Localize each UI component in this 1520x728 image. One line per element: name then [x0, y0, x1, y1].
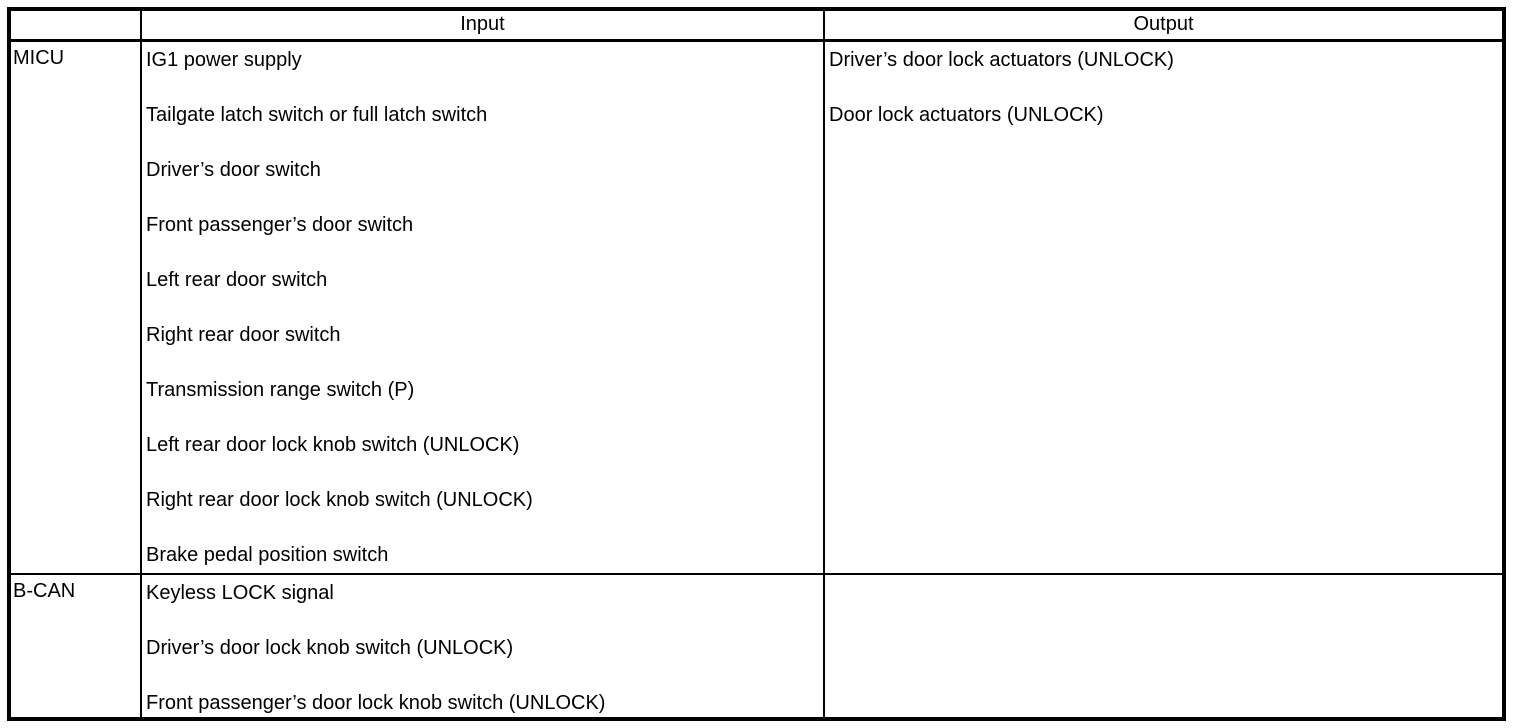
row-bcan-outputs [825, 575, 1502, 717]
input-item: Brake pedal position switch [146, 544, 389, 566]
input-item: Front passenger’s door switch [146, 214, 414, 236]
row-micu-inputs: IG1 power supply Tailgate latch switch o… [142, 42, 825, 575]
output-item: Driver’s door lock actuators (UNLOCK) [829, 49, 1174, 71]
row-micu-unit-label: MICU [11, 42, 142, 575]
input-item: Keyless LOCK signal [146, 582, 334, 604]
input-item: Transmission range switch (P) [146, 379, 415, 401]
input-item: Left rear door switch [146, 269, 328, 291]
input-item: Tailgate latch switch or full latch swit… [146, 104, 488, 126]
input-item: Right rear door switch [146, 324, 341, 346]
input-item: IG1 power supply [146, 49, 302, 71]
header-output: Output [825, 11, 1502, 42]
input-item: Driver’s door lock knob switch (UNLOCK) [146, 637, 514, 659]
input-output-table: Input Output MICU IG1 power supply Tailg… [7, 7, 1506, 721]
row-micu-outputs: Driver’s door lock actuators (UNLOCK) Do… [825, 42, 1502, 575]
header-unit-cell [11, 11, 142, 42]
header-input: Input [142, 11, 825, 42]
input-item: Driver’s door switch [146, 159, 321, 181]
input-item: Right rear door lock knob switch (UNLOCK… [146, 489, 533, 511]
input-item: Front passenger’s door lock knob switch … [146, 692, 606, 714]
input-item: Left rear door lock knob switch (UNLOCK) [146, 434, 520, 456]
row-bcan-unit-label: B-CAN [11, 575, 142, 717]
row-bcan-inputs: Keyless LOCK signal Driver’s door lock k… [142, 575, 825, 717]
output-item: Door lock actuators (UNLOCK) [829, 104, 1104, 126]
